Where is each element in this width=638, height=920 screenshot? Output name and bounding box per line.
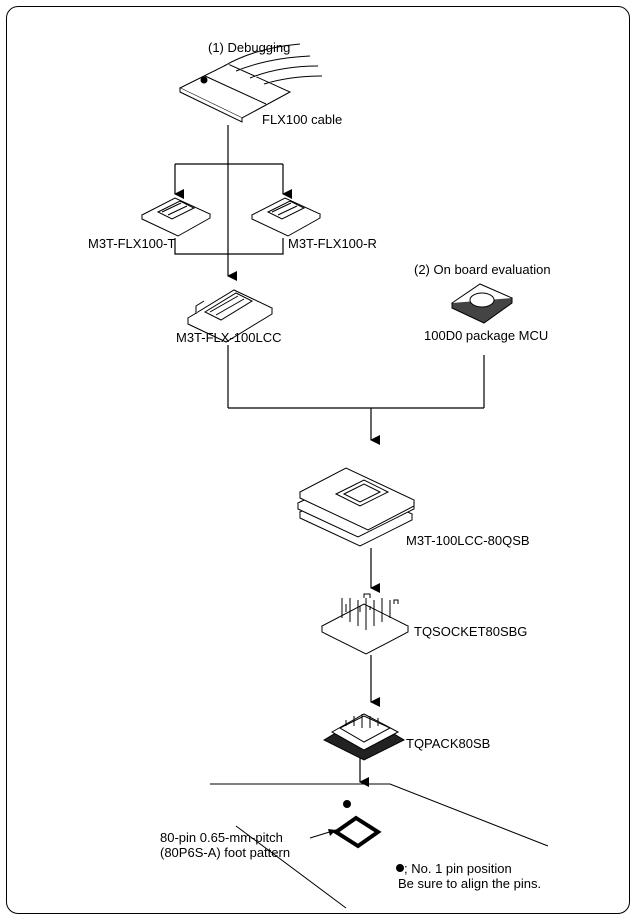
flx100-cable-icon	[178, 43, 323, 123]
mcu-package-icon	[450, 283, 514, 324]
label-flx100-cable: FLX100 cable	[262, 112, 343, 127]
tqpack-icon	[322, 713, 406, 761]
label-tqpack: TQPACK80SB	[406, 736, 491, 751]
label-package-mcu: 100D0 package MCU	[424, 328, 549, 343]
pin1-marker-icon	[343, 800, 351, 808]
lcc-80qsb-board-icon	[296, 467, 416, 547]
pcb-board-icon	[210, 783, 549, 909]
tqsocket-icon	[320, 593, 410, 655]
flx100-r-board-icon	[250, 197, 322, 237]
page-frame	[6, 6, 630, 914]
connector-lines	[174, 125, 485, 787]
label-debugging: (1) Debugging	[208, 40, 291, 55]
pin1-legend-icon	[396, 864, 404, 872]
flx-100lcc-adapter-icon	[186, 289, 274, 343]
label-align-pins: Be sure to align the pins.	[398, 876, 542, 891]
label-flx100-r: M3T-FLX100-R	[288, 236, 377, 251]
label-foot-pattern-line1: 80-pin 0.65-mm-pitch	[160, 830, 283, 845]
label-foot-pattern-line2: (80P6S-A) foot pattern	[160, 845, 291, 860]
flx100-t-board-icon	[140, 197, 212, 237]
label-pin-position: ; No. 1 pin position	[404, 861, 512, 876]
label-lcc-80qsb: M3T-100LCC-80QSB	[406, 533, 530, 548]
label-flx100-t: M3T-FLX100-T	[88, 236, 176, 251]
label-tqsocket: TQSOCKET80SBG	[414, 624, 528, 639]
foot-pattern-arrowhead	[328, 829, 336, 836]
label-on-board-evaluation: (2) On board evaluation	[414, 262, 551, 277]
label-flx-100lcc: M3T-FLX-100LCC	[176, 330, 282, 345]
